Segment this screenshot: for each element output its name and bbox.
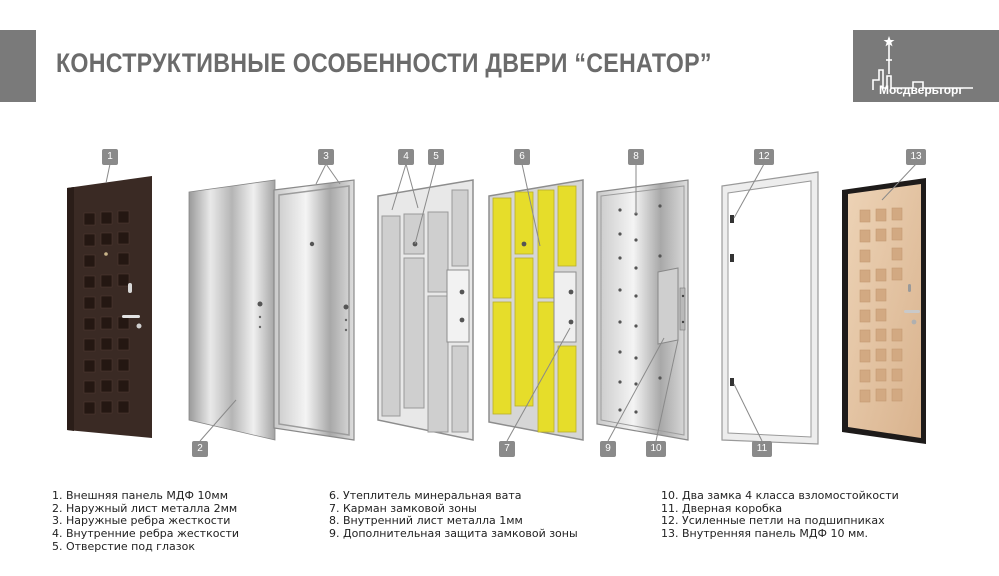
callout-2: 2 [192,441,208,457]
callout-6: 6 [514,149,530,165]
legend-item: 3. Наружные ребра жесткости [52,514,231,528]
header-accent-bar [0,30,36,102]
callout-9: 9 [600,441,616,457]
door-outer-stiffening-ribs [273,179,355,441]
callout-8: 8 [628,149,644,165]
legend-item: 9. Дополнительная защита замковой зоны [329,527,578,541]
callout-10: 10 [646,441,666,457]
legend-item: 6. Утеплитель минеральная вата [329,489,522,502]
legend-item: 8. Внутренний лист металла 1мм [329,514,523,528]
callout-1: 1 [102,149,118,165]
callout-leader-lines [105,163,917,442]
legend-item: 4. Внутренние ребра жесткости [52,527,240,541]
door-inner-metal-sheet [596,179,689,441]
door-internal-ribs [377,179,474,441]
door-frame [721,171,819,445]
legend-item: 7. Карман замковой зоны [329,501,477,515]
callout-3: 3 [318,149,334,165]
callout-12: 12 [754,149,774,165]
callout-4: 4 [398,149,414,165]
legend-column-3: 10. Два замка 4 класса взломостойкости 1… [661,489,899,541]
brand-logo: Мосдверьторг [853,30,999,102]
legend-item: 10. Два замка 4 класса взломостойкости [661,489,899,502]
legend-column-1: 1. Внешняя панель МДФ 10мм 2. Наружный л… [52,489,240,554]
legend-item: 5. Отверстие под глазок [52,539,195,553]
legend-item: 12. Усиленные петли на подшипниках [661,514,885,528]
logo-text: Мосдверьторг [879,83,964,97]
door-outer-metal-sheet [188,179,276,441]
legend-item: 11. Дверная коробка [661,501,783,515]
callout-5: 5 [428,149,444,165]
door-mineral-wool-insulation [488,179,584,441]
legend-column-2: 6. Утеплитель минеральная вата 7. Карман… [329,489,578,541]
legend-item: 2. Наружный лист металла 2мм [52,501,238,515]
door-interior-mdf-panel [842,178,926,444]
kremlin-tower-icon [872,36,973,90]
legend-item: 13. Внутренняя панель МДФ 10 мм. [661,527,869,541]
legend-item: 1. Внешняя панель МДФ 10мм [52,489,229,502]
callout-7: 7 [499,441,515,457]
door-exterior-mdf-panel [67,176,152,438]
page-title: КОНСТРУКТИВНЫЕ ОСОБЕННОСТИ ДВЕРИ “СЕНАТО… [56,48,712,78]
callout-13: 13 [906,149,926,165]
callout-11: 11 [752,441,772,457]
